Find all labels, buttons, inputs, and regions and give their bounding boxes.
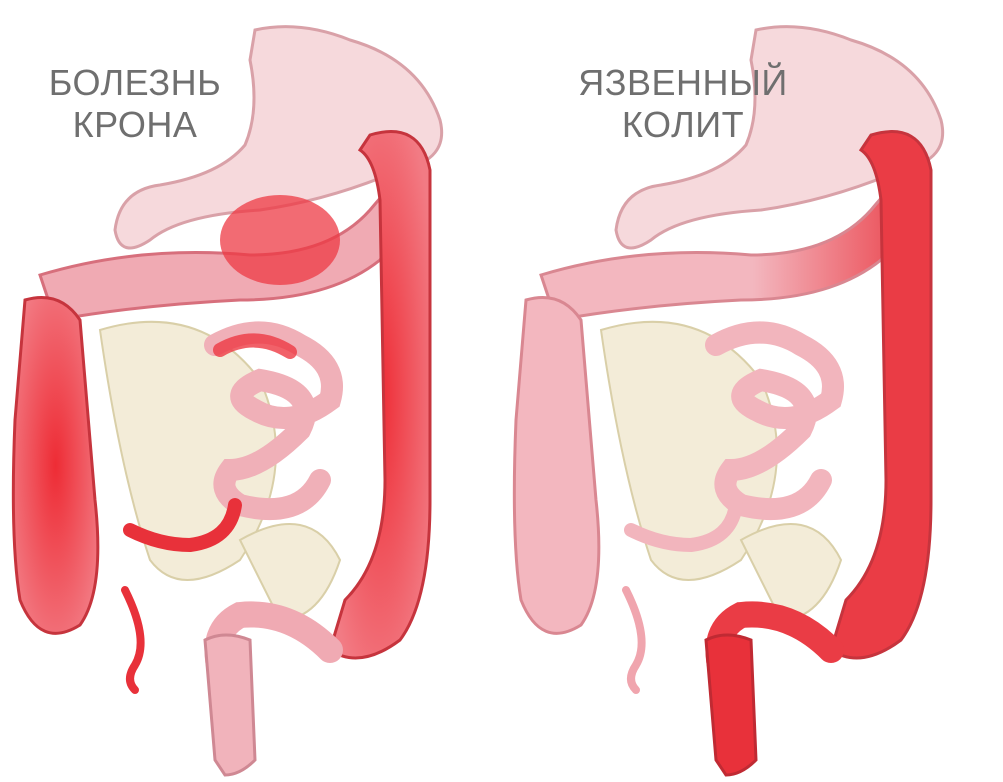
colitis-caption: ЯЗВЕННЫЙ КОЛИТ [573, 62, 793, 146]
descending-colon [330, 132, 430, 658]
appendix [125, 590, 141, 690]
ascending-colon [13, 298, 98, 634]
colitis-caption-line1: ЯЗВЕННЫЙ [573, 62, 793, 104]
crohns-caption-line2: КРОНА [40, 104, 230, 146]
rectum [706, 635, 756, 775]
colitis-panel: ЯЗВЕННЫЙ КОЛИТ [501, 0, 1003, 782]
crohns-panel: БОЛЕЗНЬ КРОНА [0, 0, 501, 782]
colitis-caption-line2: КОЛИТ [573, 104, 793, 146]
rectum [205, 635, 255, 775]
descending-colon [831, 132, 931, 658]
crohns-caption: БОЛЕЗНЬ КРОНА [40, 62, 230, 146]
crohns-caption-line1: БОЛЕЗНЬ [40, 62, 230, 104]
appendix [626, 590, 642, 690]
ascending-colon [514, 298, 599, 634]
